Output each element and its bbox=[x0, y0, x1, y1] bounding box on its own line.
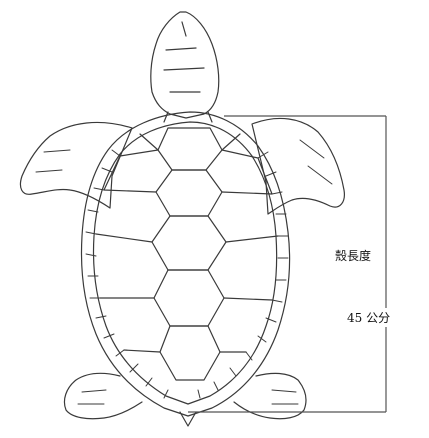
marginal-scutes-ring bbox=[94, 122, 277, 404]
vertebral-scute-1 bbox=[158, 128, 222, 170]
vertebral-scute-3 bbox=[152, 216, 226, 270]
right-front-flipper bbox=[252, 118, 344, 214]
shell-length-label: 殼長度 bbox=[332, 246, 374, 265]
left-rear-flipper bbox=[64, 373, 142, 418]
shell-length-value: 45 公分 bbox=[344, 308, 393, 327]
vertebral-scute-5 bbox=[160, 326, 220, 380]
turtle-head bbox=[151, 12, 219, 118]
costal-scutes-left bbox=[96, 134, 160, 352]
head-scale-lines bbox=[164, 22, 204, 92]
vertebral-scute-2 bbox=[156, 170, 222, 216]
vertebral-scute-4 bbox=[154, 270, 224, 326]
marginal-scute-dividers bbox=[86, 150, 288, 398]
